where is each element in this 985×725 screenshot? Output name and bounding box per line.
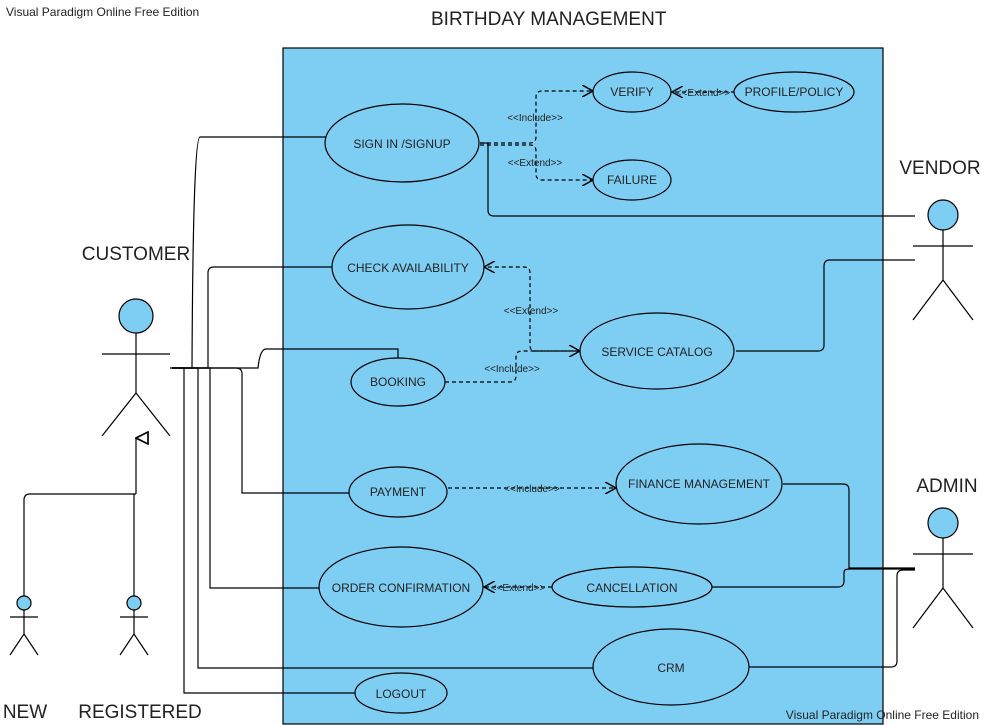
actor-admin: ADMIN bbox=[912, 476, 978, 629]
actor-customer: CUSTOMER bbox=[82, 244, 190, 437]
vendor-associations bbox=[480, 142, 915, 352]
system-title: BIRTHDAY MANAGEMENT bbox=[431, 9, 667, 30]
label-extend-failure: <<Extend>> bbox=[508, 158, 563, 169]
use-case-service-catalog: SERVICE CATALOG bbox=[579, 312, 735, 390]
actor-registered: REGISTERED bbox=[78, 595, 202, 723]
generalization-lines bbox=[23, 438, 136, 596]
label-extend-profile: <<Extend>> bbox=[676, 88, 731, 99]
use-case-order-label: ORDER CONFIRMATION bbox=[332, 581, 470, 595]
actor-customer-label: CUSTOMER bbox=[82, 244, 190, 265]
actor-vendor: VENDOR bbox=[899, 158, 981, 321]
actor-admin-label: ADMIN bbox=[916, 476, 977, 497]
label-include-verify: <<Include>> bbox=[507, 113, 563, 124]
label-include-service: <<Include>> bbox=[484, 364, 540, 375]
use-case-crm: CRM bbox=[592, 628, 750, 706]
include-extend-relations bbox=[445, 91, 735, 587]
use-case-cancel-label: CANCELLATION bbox=[586, 581, 677, 595]
label-extend-order: <<Extend>> bbox=[491, 583, 546, 594]
use-case-order-confirmation: ORDER CONFIRMATION bbox=[318, 546, 484, 628]
customer-associations bbox=[170, 136, 594, 694]
actor-vendor-label: VENDOR bbox=[899, 158, 980, 179]
use-case-signin-label: SIGN IN /SIGNUP bbox=[353, 137, 450, 151]
use-case-booking: BOOKING bbox=[350, 357, 446, 407]
use-case-payment: PAYMENT bbox=[348, 466, 448, 518]
actor-new: NEW bbox=[3, 595, 47, 723]
use-case-service-label: SERVICE CATALOG bbox=[601, 345, 712, 359]
use-case-booking-label: BOOKING bbox=[370, 375, 426, 389]
actor-new-label: NEW bbox=[3, 702, 47, 723]
use-case-crm-label: CRM bbox=[657, 661, 684, 675]
use-case-logout: LOGOUT bbox=[354, 672, 448, 714]
use-case-cancellation: CANCELLATION bbox=[551, 566, 713, 608]
use-case-verify-label: VERIFY bbox=[610, 85, 653, 99]
use-case-signin: SIGN IN /SIGNUP bbox=[324, 103, 480, 183]
use-case-failure: FAILURE bbox=[592, 159, 672, 201]
label-include-finance: <<Include>> bbox=[504, 484, 560, 495]
use-case-logout-label: LOGOUT bbox=[376, 687, 427, 701]
use-case-check-availability: CHECK AVAILABILITY bbox=[331, 224, 485, 310]
use-case-payment-label: PAYMENT bbox=[370, 485, 427, 499]
watermark-top: Visual Paradigm Online Free Edition bbox=[6, 5, 199, 19]
actor-registered-label: REGISTERED bbox=[78, 702, 202, 723]
label-extend-check: <<Extend>> bbox=[504, 306, 559, 317]
use-case-profile-label: PROFILE/POLICY bbox=[745, 85, 844, 99]
admin-associations bbox=[712, 483, 915, 668]
use-case-finance-management: FINANCE MANAGEMENT bbox=[615, 443, 783, 525]
use-case-check-label: CHECK AVAILABILITY bbox=[347, 261, 469, 275]
use-case-failure-label: FAILURE bbox=[607, 173, 657, 187]
watermark-bottom: Visual Paradigm Online Free Edition bbox=[786, 708, 979, 722]
use-case-profile-policy: PROFILE/POLICY bbox=[733, 71, 855, 113]
use-case-finance-label: FINANCE MANAGEMENT bbox=[628, 477, 771, 491]
use-case-verify: VERIFY bbox=[592, 71, 672, 113]
